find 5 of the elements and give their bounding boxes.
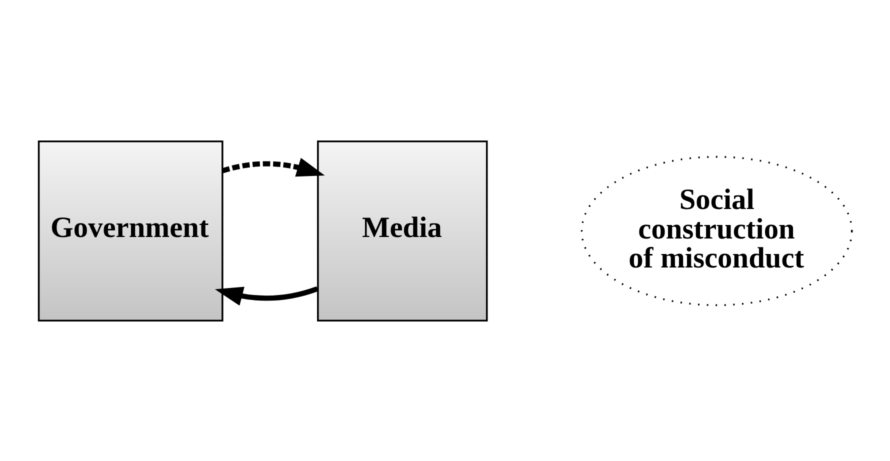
node-box: Government [38, 140, 224, 321]
node-box: Media [317, 140, 488, 321]
arrow [214, 286, 318, 306]
arrow [222, 157, 325, 176]
node-ellipse: Social construction of misconduct [580, 155, 853, 306]
